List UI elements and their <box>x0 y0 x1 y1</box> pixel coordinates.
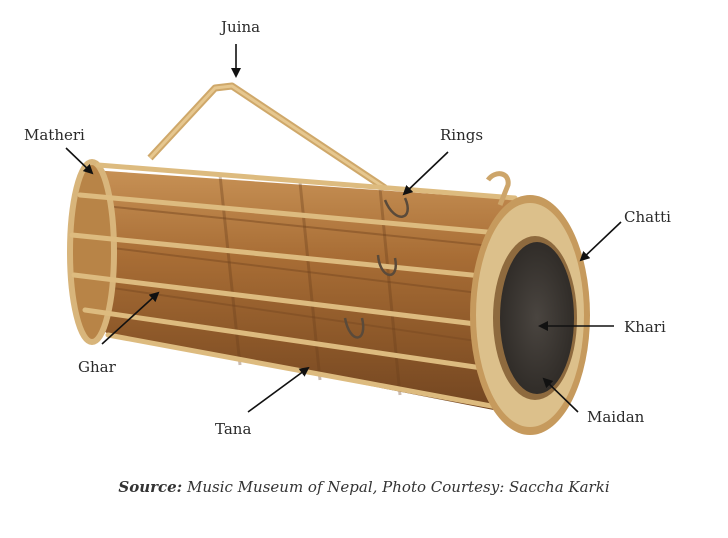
label-maidan: Maidan <box>587 408 645 426</box>
tana-arrow <box>247 366 310 413</box>
caption-text: Music Museum of Nepal, Photo Courtesy: S… <box>182 478 610 496</box>
left-drum-end <box>67 159 117 345</box>
strap-knot <box>485 171 511 206</box>
rings-arrow <box>402 151 449 196</box>
label-tana: Tana <box>215 420 252 438</box>
right-drum-end <box>470 195 590 435</box>
drum-body <box>77 170 545 420</box>
tana-laces <box>69 162 543 418</box>
label-khari: Khari <box>624 318 666 336</box>
label-ghar: Ghar <box>78 358 116 376</box>
rings <box>343 197 409 339</box>
label-rings: Rings <box>440 126 484 144</box>
figure-caption: Source: Music Museum of Nepal, Photo Cou… <box>0 478 728 496</box>
matheri-arrow <box>65 147 94 175</box>
juina-strap <box>147 82 387 191</box>
caption-source-label: Source: <box>118 478 183 496</box>
ghar-arrow <box>101 291 160 345</box>
chatti-arrow <box>579 221 622 262</box>
label-juina: Juina <box>221 18 261 36</box>
label-matheri: Matheri <box>24 126 85 144</box>
annotation-arrows <box>65 44 622 413</box>
maidan-arrow <box>542 377 579 413</box>
label-chatti: Chatti <box>624 208 671 226</box>
